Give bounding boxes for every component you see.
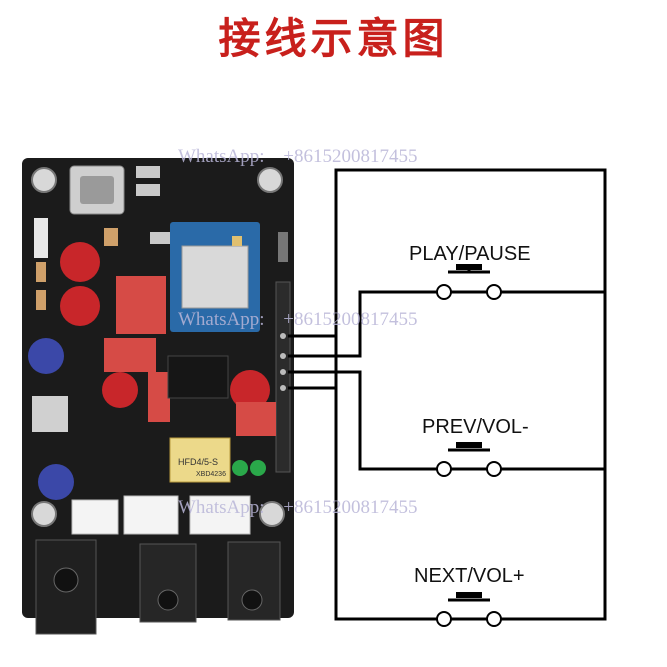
- pcb-board: [22, 158, 294, 635]
- watermark-app-label: WhatsApp:: [178, 497, 265, 518]
- watermark-middle: WhatsApp: +8615200817455: [178, 309, 418, 331]
- watermark-number: +8615200817455: [283, 497, 418, 518]
- next-vol-switch: [436, 592, 502, 627]
- watermark-app-label: WhatsApp:: [178, 309, 265, 330]
- page-title: 接线示意图: [218, 13, 449, 63]
- button-label-next-vol: NEXT/VOL+: [414, 565, 525, 587]
- watermark-app-label: WhatsApp:: [178, 146, 265, 167]
- wire-prev: [288, 370, 605, 471]
- button-label-prev-vol: PREV/VOL-: [422, 416, 529, 438]
- relay-marking: HFD4/5-S: [178, 457, 218, 467]
- play-pause-switch: [436, 264, 502, 300]
- wire-common: [288, 168, 607, 621]
- watermark-bottom: WhatsApp: +8615200817455: [178, 497, 418, 519]
- wire-play-pause: [288, 290, 605, 358]
- wires: [288, 168, 607, 621]
- relay-chip-marking: XBD4236: [196, 471, 226, 478]
- watermark-top: WhatsApp: +8615200817455: [178, 146, 418, 168]
- prev-vol-switch: [436, 442, 502, 477]
- watermark-number: +8615200817455: [283, 146, 418, 167]
- button-label-play-pause: PLAY/PAUSE: [409, 243, 531, 265]
- watermark-number: +8615200817455: [283, 309, 418, 330]
